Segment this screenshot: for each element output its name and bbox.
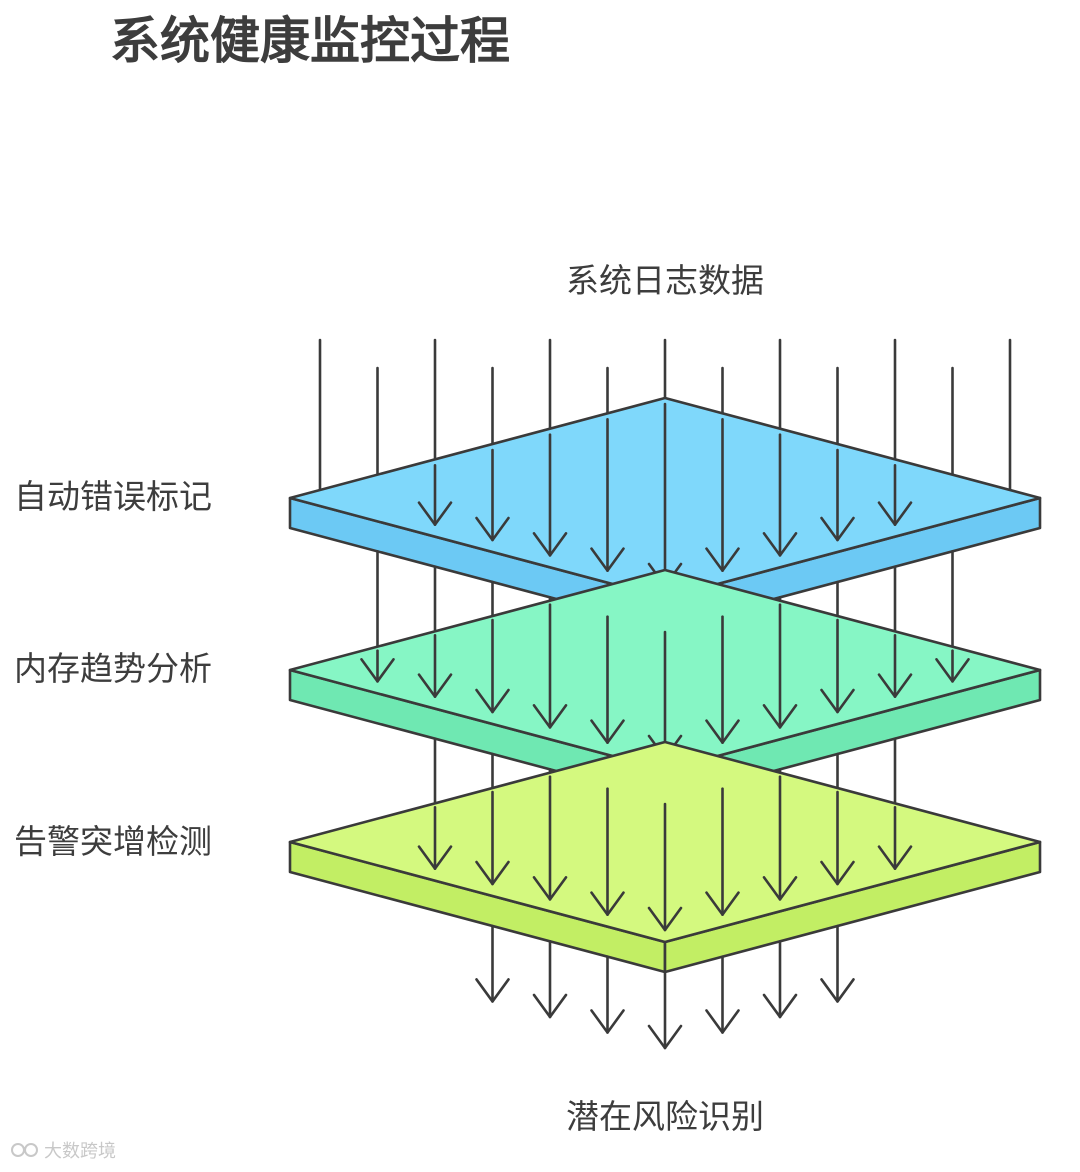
layer-2-arrow	[532, 775, 568, 901]
layer-1-arrow	[360, 649, 395, 683]
watermark-logo	[11, 1143, 38, 1157]
watermark-text: 大数跨境	[44, 1141, 116, 1162]
output-arrow	[590, 955, 625, 1034]
layer-2-arrow	[475, 790, 510, 886]
layer-1-arrow	[705, 615, 740, 744]
layer-2-arrow	[647, 802, 683, 932]
layer-1	[288, 568, 1042, 802]
layer-1-arrow	[532, 603, 568, 729]
layer-2-arrow	[417, 806, 453, 870]
layer-2-arrow	[877, 806, 913, 870]
layer-stack	[288, 338, 1042, 1050]
layer-2-arrow	[820, 790, 855, 886]
layer-0-arrow	[877, 464, 913, 526]
layer-0-arrow	[532, 433, 568, 557]
output-arrow	[820, 924, 855, 1003]
output-arrow	[532, 940, 568, 1019]
watermark: 大数跨境	[11, 1141, 116, 1162]
layer-2	[288, 740, 1042, 974]
layer-1-arrow	[590, 615, 625, 744]
layer-2-arrow	[762, 775, 798, 901]
input-label: 系统日志数据	[566, 261, 764, 300]
diagram-title: 系统健康监控过程	[110, 12, 510, 70]
layer-0-arrow	[475, 448, 510, 542]
layer-2-arrow	[590, 787, 625, 916]
layer-1-arrow	[417, 634, 453, 698]
layer-label-2: 告警突增检测	[14, 822, 212, 861]
output-arrows	[475, 924, 855, 1050]
output-arrow	[647, 970, 683, 1050]
layer-0-arrow	[417, 464, 453, 526]
layer-1-arrow	[762, 603, 798, 729]
layer-1-arrow	[935, 649, 970, 683]
output-arrow	[475, 924, 510, 1003]
layer-0-arrow	[762, 433, 798, 557]
layer-0-arrow	[590, 418, 625, 572]
layer-label-0: 自动错误标记	[14, 477, 212, 516]
layer-label-1: 内存趋势分析	[14, 649, 212, 688]
layer-0-arrow	[705, 418, 740, 572]
layer-0-arrow	[820, 448, 855, 542]
output-arrow	[762, 940, 798, 1019]
layer-1-arrow	[877, 634, 913, 698]
layer-1-arrow	[820, 618, 855, 714]
output-label: 潜在风险识别	[566, 1097, 764, 1136]
layer-1-arrow	[475, 618, 510, 714]
output-arrow	[705, 955, 740, 1034]
layer-2-arrow	[705, 787, 740, 916]
